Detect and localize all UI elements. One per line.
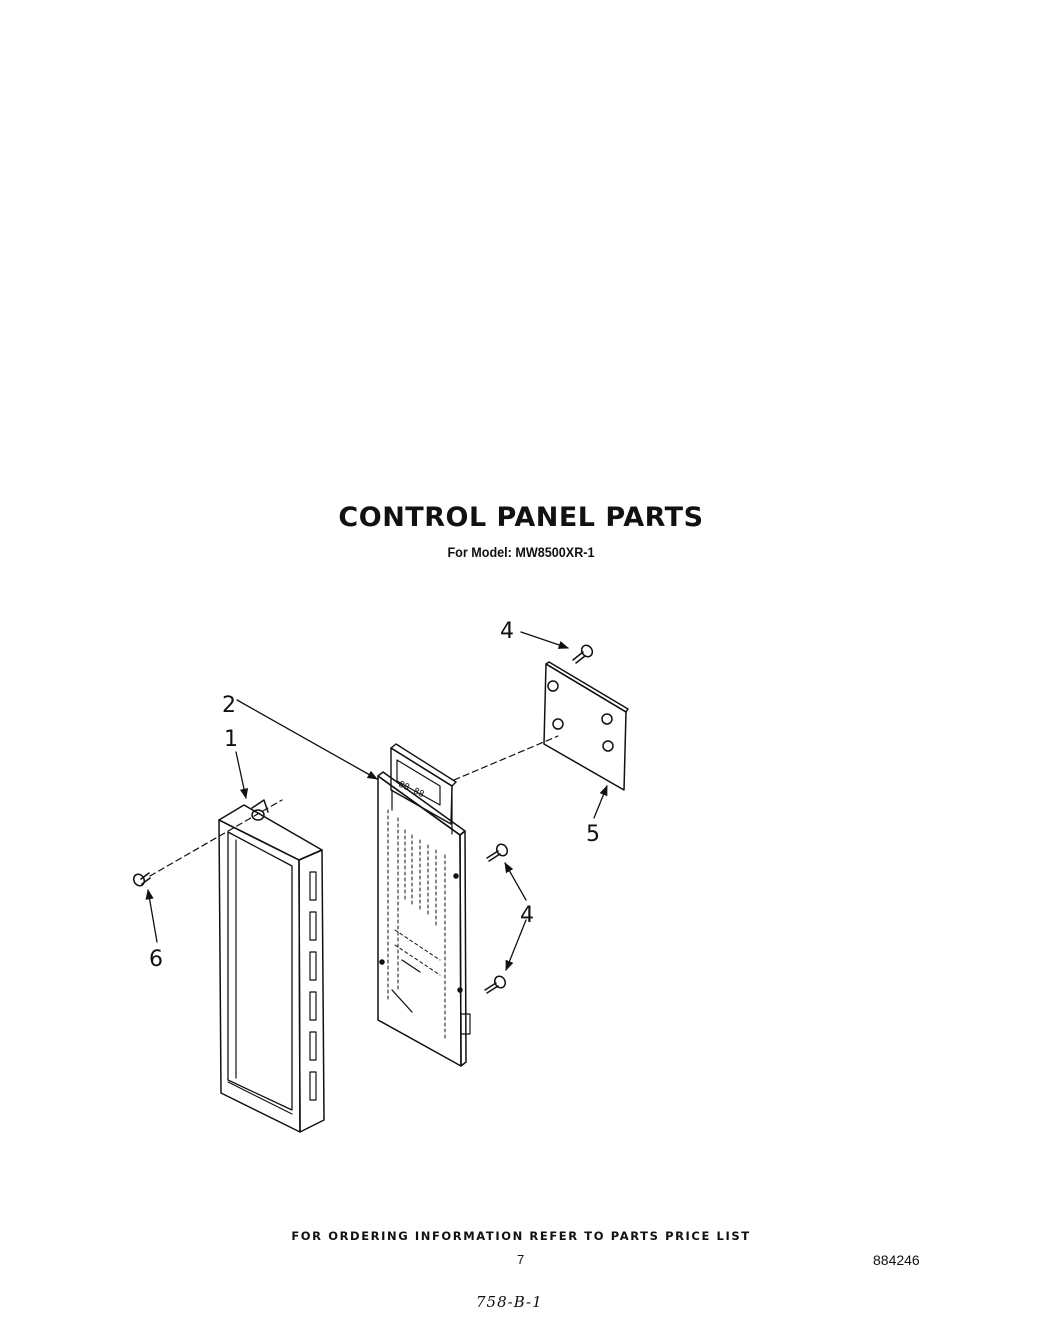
display-readout: 88 88 (397, 780, 426, 801)
callout-6: 6 (149, 947, 163, 972)
panel-housing-part-1 (218, 799, 325, 1133)
callout-4-top: 4 (500, 619, 514, 644)
page-title: CONTROL PANEL PARTS (338, 502, 704, 533)
ordering-info-note: FOR ORDERING INFORMATION REFER TO PARTS … (291, 1229, 751, 1243)
document-number: 884246 (873, 1252, 920, 1268)
screw-icon (486, 843, 509, 862)
screw-icon (572, 644, 594, 664)
control-board-part-2 (377, 743, 471, 1067)
screw-icon (484, 975, 507, 994)
callout-1: 1 (224, 727, 238, 752)
model-subtitle: For Model: MW8500XR-1 (447, 544, 595, 560)
callout-4-right: 4 (520, 903, 534, 928)
screw-icon (132, 872, 151, 887)
callout-2: 2 (222, 693, 236, 718)
handwritten-code: 758-B-1 (476, 1293, 543, 1311)
page-number: 7 (517, 1252, 525, 1267)
callout-5: 5 (586, 822, 600, 847)
back-plate-part-5 (543, 661, 629, 791)
